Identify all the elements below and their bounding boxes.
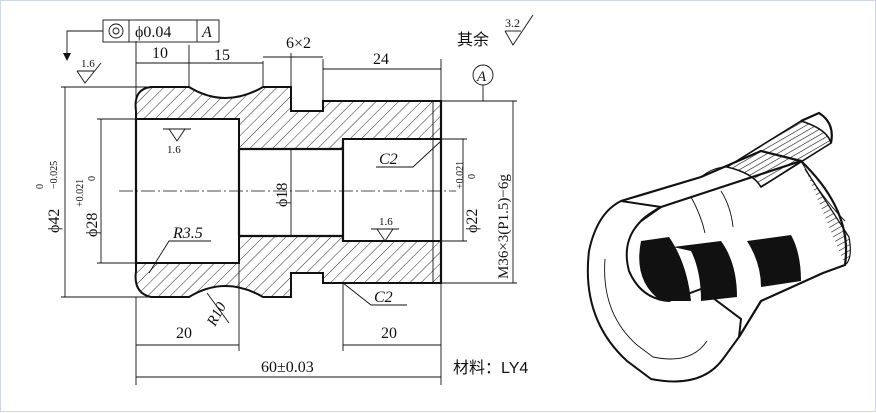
tolerance-value: ϕ0.04 — [135, 24, 171, 41]
section-upper-hatch — [134, 86, 442, 150]
chamfer-top-leader — [376, 140, 442, 168]
radius-large-label: R10 — [204, 300, 230, 330]
dim-dia42: ϕ42 — [46, 209, 63, 233]
dim-dia42-upper: 0 — [35, 184, 46, 189]
dim-dia22: ϕ22 — [464, 209, 481, 233]
chamfer-bottom-label: C2 — [374, 289, 393, 306]
concentricity-icon — [108, 23, 124, 39]
dim-15: 15 — [214, 47, 230, 64]
remaining-roughness-value: 3.2 — [505, 16, 520, 30]
datum-label: A — [476, 69, 487, 85]
remaining-roughness-note: 其余 3.2 — [457, 14, 534, 49]
tolerance-frame: ϕ0.04 A — [63, 19, 220, 61]
section-view: C2 C2 R3.5 R10 — [119, 86, 456, 330]
dim-10: 10 — [152, 45, 168, 62]
remaining-label: 其余 — [457, 30, 489, 49]
svg-text:1.6: 1.6 — [379, 216, 393, 228]
svg-text:1.6: 1.6 — [81, 58, 95, 70]
dim-dia18: ϕ18 — [274, 183, 291, 207]
dim-groove: 6×2 — [286, 35, 311, 52]
material-note: 材料：LY4 — [453, 359, 528, 377]
dim-dia22-upper: +0.021 — [455, 161, 466, 189]
dim-dia28-lower: 0 — [87, 176, 98, 181]
tolerance-datum: A — [201, 24, 212, 41]
radius-small-leader — [148, 240, 211, 274]
section-lower-hatch — [134, 235, 442, 298]
dim-dia22-lower: 0 — [467, 174, 478, 179]
radius-small-label: R3.5 — [172, 225, 203, 242]
dim-dia42-lower: −0.025 — [49, 161, 60, 189]
dim-20-left: 20 — [176, 325, 192, 342]
roughness-mark-bore-left: 1.6 — [163, 128, 191, 156]
left-diameter-dimensions: ϕ42 0 −0.025 ϕ28 +0.021 0 ϕ18 — [35, 86, 292, 298]
radius-large-leader — [206, 292, 230, 324]
top-dimensions: 10 15 6×2 24 — [135, 35, 442, 111]
right-diameter-dimensions: ϕ22 +0.021 0 M36×3(P1.5)−6g A — [441, 64, 517, 284]
dim-thread: M36×3(P1.5)−6g — [496, 174, 512, 279]
dim-dia28: ϕ28 — [84, 213, 101, 237]
dim-dia28-upper: +0.021 — [75, 179, 86, 207]
isometric-view — [586, 111, 851, 383]
tolerance-leader — [66, 30, 103, 53]
svg-text:1.6: 1.6 — [167, 144, 181, 156]
chamfer-bottom-leader — [342, 282, 407, 306]
roughness-symbol-icon — [504, 14, 534, 46]
dim-24: 24 — [373, 51, 389, 68]
roughness-mark-left: 1.6 — [76, 58, 102, 84]
dim-20-right: 20 — [381, 325, 397, 342]
bottom-dimensions: 20 20 60±0.03 材料：LY4 — [135, 263, 528, 385]
roughness-mark-bore-right: 1.6 — [371, 216, 399, 242]
chamfer-top-label: C2 — [379, 151, 398, 168]
dim-overall: 60±0.03 — [261, 359, 314, 376]
